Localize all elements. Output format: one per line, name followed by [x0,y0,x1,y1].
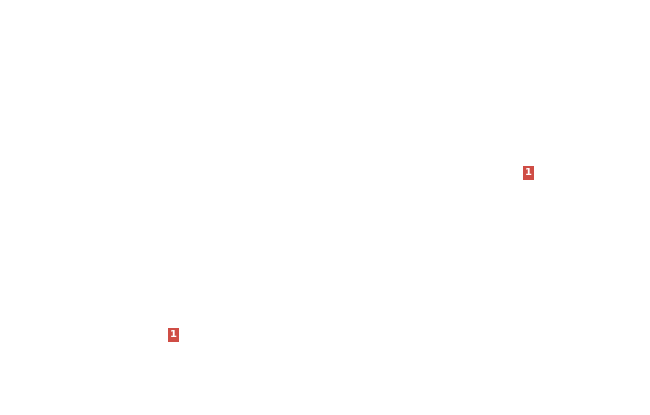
number-badge[interactable]: 1 [523,166,534,180]
number-badge[interactable]: 1 [168,328,179,342]
